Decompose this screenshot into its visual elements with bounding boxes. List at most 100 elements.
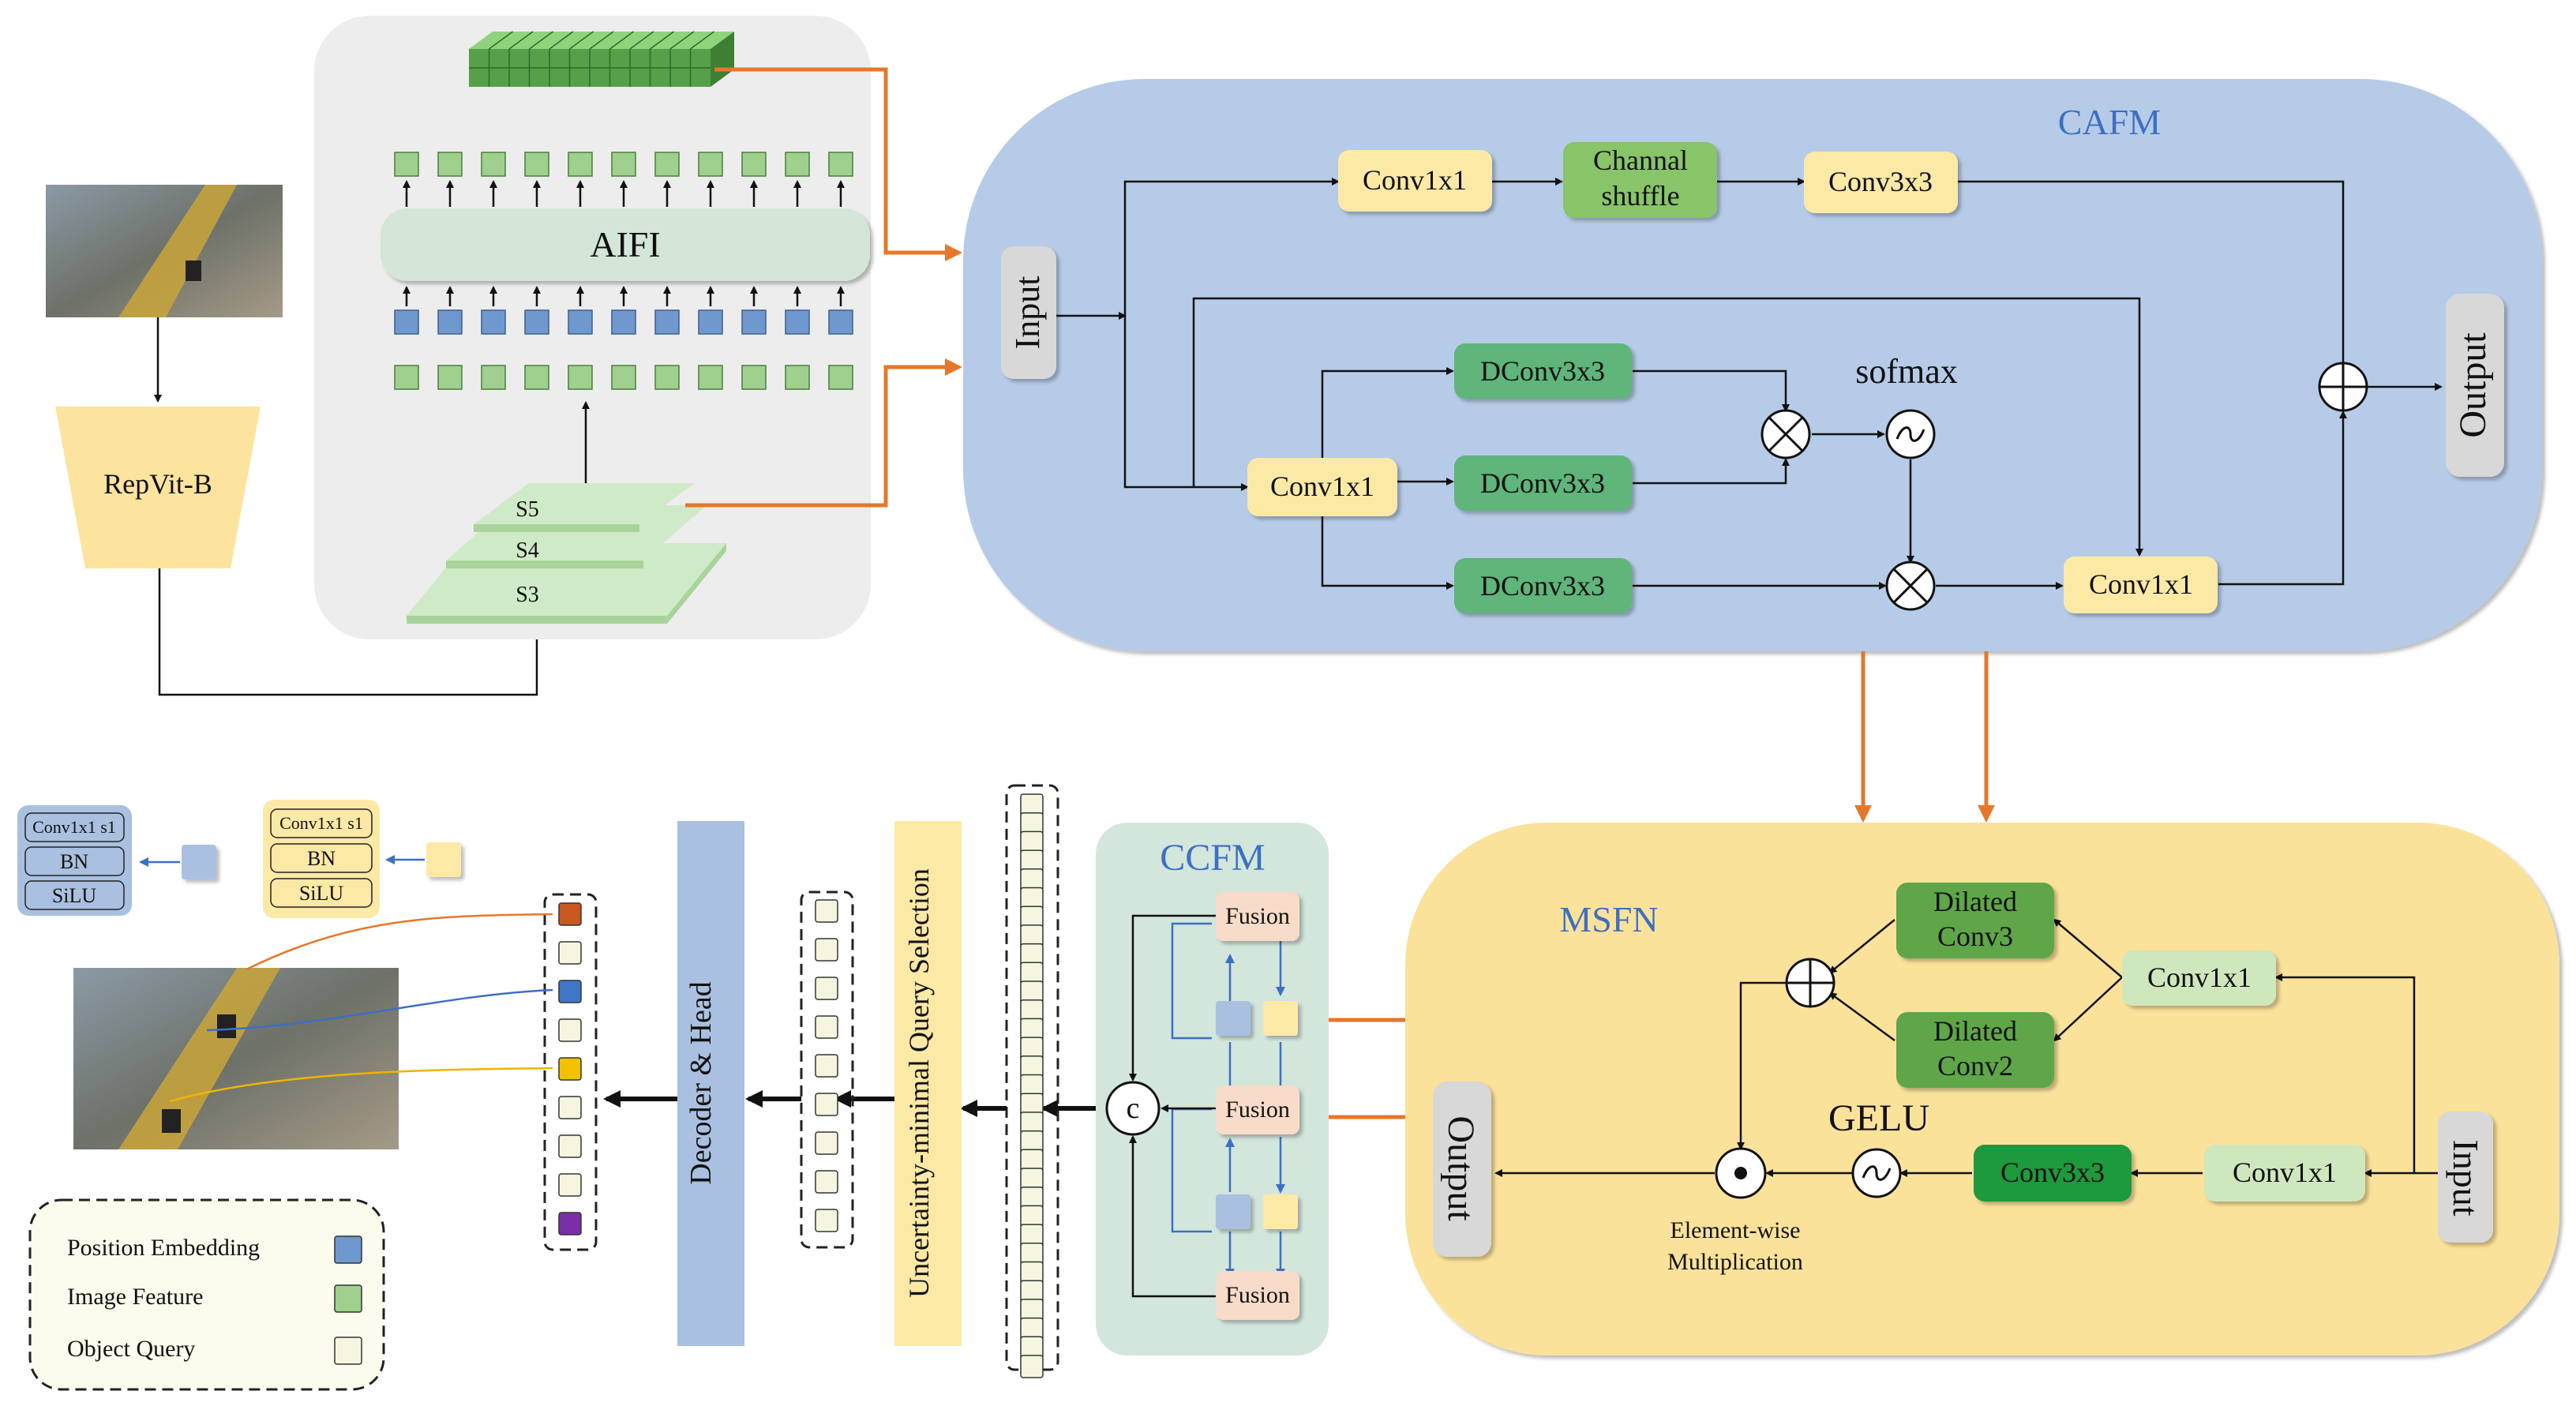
ccfm-pos-square-1 <box>1216 1001 1251 1036</box>
object-query-cell <box>558 1134 582 1158</box>
aifi-block <box>381 208 870 281</box>
fusion-box-3 <box>1216 1271 1299 1320</box>
image-feature-token <box>437 365 463 390</box>
query-column-2-cells <box>815 899 838 1232</box>
position-embedding-token <box>785 309 810 335</box>
legend-position-embedding-swatch <box>334 1235 362 1264</box>
cafm-conv3x3 <box>1804 152 1958 213</box>
legend-position-embedding-label: Position Embedding <box>67 1235 260 1261</box>
image-feature-token <box>828 365 853 390</box>
image-feature-token <box>394 152 419 177</box>
gelu-label: GELU <box>1828 1097 1929 1139</box>
image-feature-token <box>654 365 680 390</box>
object-query-cell <box>558 941 582 965</box>
cafm-conv1x1-right <box>2064 557 2218 613</box>
image-feature-token <box>785 365 810 390</box>
object-query-cell <box>1020 1355 1044 1378</box>
fusion-box-1 <box>1216 892 1299 941</box>
yellow-block-square <box>426 842 461 877</box>
object-query-cell <box>815 899 838 923</box>
object-query-cell <box>815 1170 838 1194</box>
aifi-label: AIFI <box>590 224 660 264</box>
feature-map-3d <box>469 31 734 87</box>
object-query-cell <box>815 1015 838 1039</box>
dilated-conv2-label-2: Conv2 <box>1937 1050 2013 1082</box>
image-feature-token <box>698 152 723 177</box>
repvit-backbone: RepVit-B <box>55 407 261 568</box>
s5-label: S5 <box>516 497 539 522</box>
legend-box <box>28 1198 385 1391</box>
object-query-cell <box>815 977 838 1000</box>
cafm-conv1x1-top-label: Conv1x1 <box>1363 164 1467 196</box>
image-feature-token <box>828 152 853 177</box>
position-embedding-token <box>524 309 549 335</box>
cafm-conv1x1-mid <box>1247 458 1397 516</box>
dilated-conv2-label-1: Dilated <box>1933 1015 2017 1047</box>
dconv-box-2 <box>1454 456 1632 511</box>
position-embedding-token <box>828 309 853 335</box>
position-embedding-token <box>654 309 680 335</box>
dconv-box-3 <box>1454 558 1632 613</box>
msfn-conv1x1-b-label: Conv1x1 <box>2233 1157 2337 1188</box>
query-column-1-cells <box>1020 793 1044 1378</box>
legend-image-feature-swatch <box>334 1284 362 1313</box>
scene-image-bottom <box>73 968 399 1149</box>
elementwise-label-2: Multiplication <box>1667 1249 1803 1275</box>
msfn-conv3x3-label: Conv3x3 <box>2000 1157 2105 1188</box>
object-query-cell <box>815 1054 838 1078</box>
image-feature-token <box>741 365 767 390</box>
image-feature-token <box>785 152 810 177</box>
cafm-output-node <box>2446 294 2504 477</box>
position-embedding-token <box>741 309 767 335</box>
query-column-2 <box>800 890 854 1249</box>
softmax-icon <box>1885 409 1936 459</box>
cafm-output-label: Output <box>2452 332 2494 438</box>
image-feature-token <box>654 152 680 177</box>
object-query-cell <box>815 938 838 962</box>
fusion-label-1: Fusion <box>1225 903 1290 929</box>
image-feature-token <box>568 152 593 177</box>
ccfm-feat-square-2 <box>1263 1194 1298 1229</box>
object-query-cell <box>558 1212 582 1235</box>
query-column-3 <box>543 893 598 1251</box>
object-query-cell <box>815 1093 838 1116</box>
query-selection-label: Uncertainty-minimal Query Selection <box>903 868 935 1298</box>
decoder-head-bar <box>677 821 744 1346</box>
image-feature-token <box>568 365 593 390</box>
yellow-bn-label: BN <box>307 847 336 870</box>
object-query-cell <box>558 1057 582 1081</box>
position-embedding-token <box>568 309 593 335</box>
concat-icon: c <box>1105 1081 1161 1136</box>
dilated-conv3-box <box>1896 883 2054 958</box>
msfn-conv1x1-a-label: Conv1x1 <box>2147 962 2252 993</box>
legend-object-query-label: Object Query <box>67 1336 195 1362</box>
msfn-conv1x1-a <box>2122 950 2276 1006</box>
elementwise-icon <box>1715 1147 1767 1199</box>
image-feature-token <box>698 365 723 390</box>
aifi-token-grid <box>394 152 853 390</box>
repvit-label: RepVit-B <box>103 468 212 500</box>
scene-image-top <box>46 185 283 317</box>
msfn-output-label: Output <box>1440 1115 1482 1221</box>
image-feature-token <box>611 365 636 390</box>
dconv-box-1 <box>1454 343 1632 399</box>
multiply-icon-1 <box>1760 409 1811 459</box>
object-query-cell <box>558 980 582 1003</box>
image-feature-token <box>437 152 463 177</box>
msfn-input-node <box>2438 1112 2493 1243</box>
gelu-icon <box>1851 1148 1902 1198</box>
position-embedding-token <box>481 309 506 335</box>
image-feature-token <box>524 365 549 390</box>
concat-label: c <box>1127 1092 1140 1125</box>
object-query-cell <box>558 1173 582 1197</box>
fusion-box-2 <box>1216 1085 1299 1134</box>
image-feature-token <box>741 152 767 177</box>
blue-silu-label: SiLU <box>52 884 97 907</box>
cafm-input-label: Input <box>1008 276 1047 350</box>
query-selection-bar <box>894 821 962 1346</box>
image-feature-token <box>394 365 419 390</box>
yellow-conv-label: Conv1x1 s1 <box>279 813 363 833</box>
softmax-label: sofmax <box>1855 352 1958 391</box>
blue-conv-label: Conv1x1 s1 <box>32 817 116 837</box>
legend-image-feature-label: Image Feature <box>67 1284 203 1310</box>
